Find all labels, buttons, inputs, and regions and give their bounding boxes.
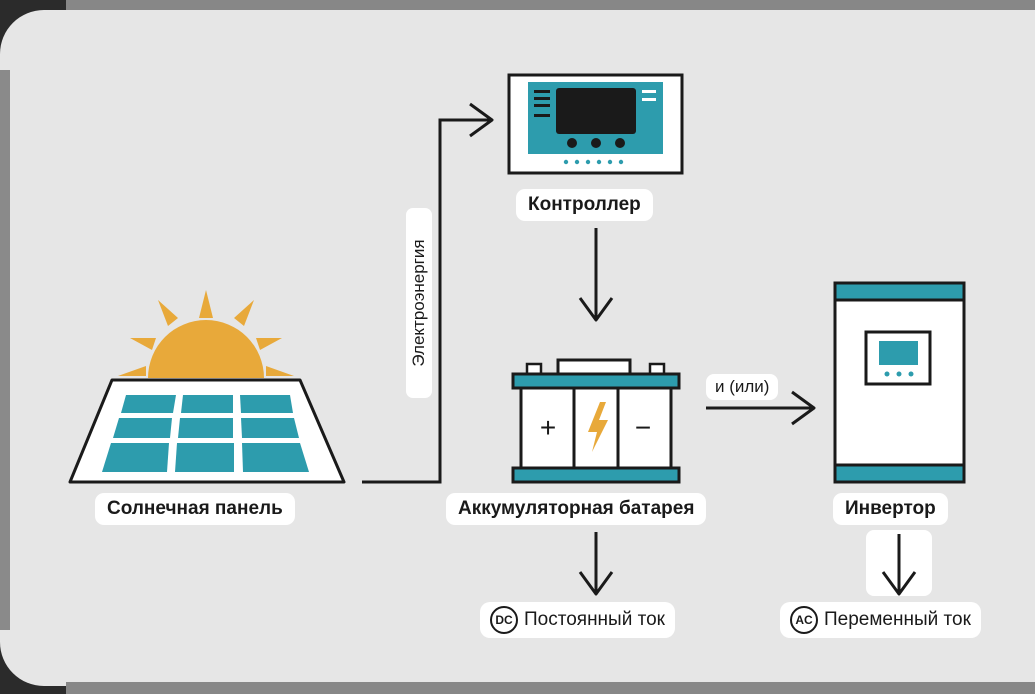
dc-output-label: DC Постоянный ток	[480, 602, 675, 638]
frame-left-edge	[0, 70, 10, 630]
lightning-icon	[588, 402, 608, 452]
ac-output-label: AC Переменный ток	[780, 602, 981, 638]
dc-output-text: Постоянный ток	[524, 609, 665, 630]
battery-minus: −	[635, 412, 651, 443]
battery-label: Аккумуляторная батарея	[446, 493, 707, 525]
dc-badge-icon: DC	[490, 606, 518, 634]
solar-panel-icon	[68, 378, 346, 484]
ac-output-text: Переменный ток	[824, 609, 971, 630]
arrow-icon	[881, 534, 917, 596]
arrow-icon	[706, 390, 816, 426]
arrow-icon	[578, 228, 614, 322]
arrow-icon	[578, 532, 614, 596]
ac-badge-icon: AC	[790, 606, 818, 634]
inverter-label: Инвертор	[833, 493, 948, 525]
battery-plus: +	[540, 412, 556, 443]
controller-label: Контроллер	[516, 189, 653, 221]
solar-panel-label: Солнечная панель	[95, 493, 295, 525]
controller-icon	[507, 73, 684, 175]
arrow-icon	[362, 102, 494, 484]
sun-icon	[118, 290, 294, 378]
electricity-edge-label: Электроэнергия	[406, 208, 432, 398]
frame-bottom-edge	[66, 682, 1035, 694]
and-or-edge-label: и (или)	[706, 374, 779, 400]
inverter-icon	[833, 281, 966, 484]
electricity-edge-text: Электроэнергия	[409, 239, 428, 367]
